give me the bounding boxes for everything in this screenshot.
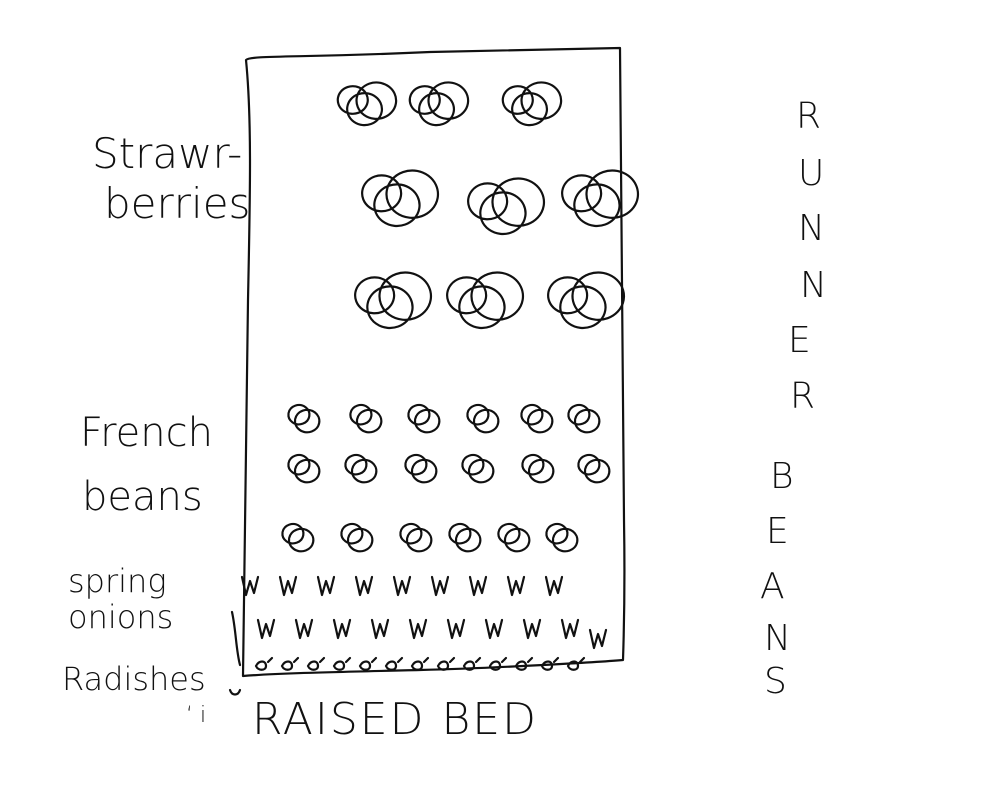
runner-beans-letter: B (770, 456, 794, 497)
bed-leader-mark (230, 610, 242, 667)
french-bean-plant (404, 453, 438, 484)
spring-onion-plant (544, 575, 564, 597)
spring-onion-plant (294, 618, 314, 640)
spring-onion-plant (240, 575, 260, 597)
french-bean-plant (349, 403, 383, 434)
runner-beans-letter: R (796, 96, 821, 137)
french-bean-plant (461, 453, 495, 484)
strawberries-label: Strawr- berries (92, 129, 250, 228)
radish-plant (566, 656, 586, 671)
french-bean-plant (399, 522, 433, 553)
radish-plant (540, 656, 560, 671)
french-bean-plant (281, 522, 315, 553)
strawberry-plant (408, 81, 470, 127)
french-bean-plant (497, 522, 531, 553)
radish-plant (254, 656, 274, 671)
bed-leader-mark-2 (228, 688, 242, 696)
spring-onions-label: spring onions (68, 562, 173, 636)
radish-plant (280, 656, 300, 671)
radish-plant (306, 656, 326, 671)
radish-plant (462, 656, 482, 671)
radish-plant (436, 656, 456, 671)
raised-bed-outline (241, 46, 626, 678)
strawberry-plant (354, 271, 433, 330)
spring-onions-label-line-1: spring (68, 562, 167, 600)
spring-onion-plant (332, 618, 352, 640)
strawberry-plant (501, 81, 563, 127)
strawberry-plant (336, 81, 398, 127)
radishes-label: Radishes (62, 660, 206, 698)
raised-bed-label: RAISED BED (252, 694, 538, 745)
radish-plant (410, 656, 430, 671)
french-bean-plant (567, 403, 601, 434)
runner-beans-letter: R (790, 376, 815, 417)
french-bean-plant (577, 453, 611, 484)
french-bean-plant (287, 453, 321, 484)
french-bean-plant (407, 403, 441, 434)
radish-plant (514, 656, 534, 671)
spring-onions-label-line-2: onions (68, 598, 173, 636)
radish-plant (358, 656, 378, 671)
spring-onion-plant (560, 618, 580, 640)
strawberry-plant (561, 169, 640, 228)
spring-onion-plant (392, 575, 412, 597)
spring-onion-plant (430, 575, 450, 597)
strawberry-plant (361, 169, 440, 228)
runner-beans-letter: N (800, 265, 827, 306)
radish-plant (384, 656, 404, 671)
strawberries-label-line-1: Strawr- (92, 129, 242, 178)
french-bean-plant (466, 403, 500, 434)
french-beans-label: French beans (80, 410, 213, 520)
runner-beans-letter: S (764, 661, 787, 702)
spring-onion-plant (370, 618, 390, 640)
spring-onion-plant (316, 575, 336, 597)
french-bean-plant (287, 403, 321, 434)
french-bean-plant (545, 522, 579, 553)
runner-beans-letter: E (766, 511, 789, 552)
spring-onion-plant (278, 575, 298, 597)
spring-onion-plant (446, 618, 466, 640)
spring-onion-plant (506, 575, 526, 597)
planting-rows (240, 81, 640, 671)
french-beans-label-line-2: beans (82, 474, 203, 520)
french-bean-plant (520, 403, 554, 434)
radish-plant (488, 656, 508, 671)
runner-beans-letter: U (798, 153, 824, 194)
french-bean-plant (340, 522, 374, 553)
spring-onion-plant (256, 618, 276, 640)
stray-mark: ‘ i (186, 703, 206, 728)
radish-plant (332, 656, 352, 671)
strawberry-plant (467, 177, 546, 236)
spring-onion-plant (522, 618, 542, 640)
runner-beans-letter: N (798, 208, 825, 249)
runner-beans-letter: E (788, 320, 811, 361)
strawberries-label-line-2: berries (104, 179, 250, 228)
french-beans-label-line-1: French (80, 410, 213, 456)
spring-onion-plant (354, 575, 374, 597)
spring-onion-plant (408, 618, 428, 640)
runner-beans-letter: N (764, 618, 791, 659)
french-bean-plant (344, 453, 378, 484)
french-bean-plant (521, 453, 555, 484)
spring-onion-plant (468, 575, 488, 597)
french-bean-plant (448, 522, 482, 553)
spring-onion-plant (588, 628, 608, 650)
strawberry-plant (547, 271, 626, 330)
runner-beans-letter: A (760, 566, 785, 607)
strawberry-plant (446, 271, 525, 330)
spring-onion-plant (484, 618, 504, 640)
